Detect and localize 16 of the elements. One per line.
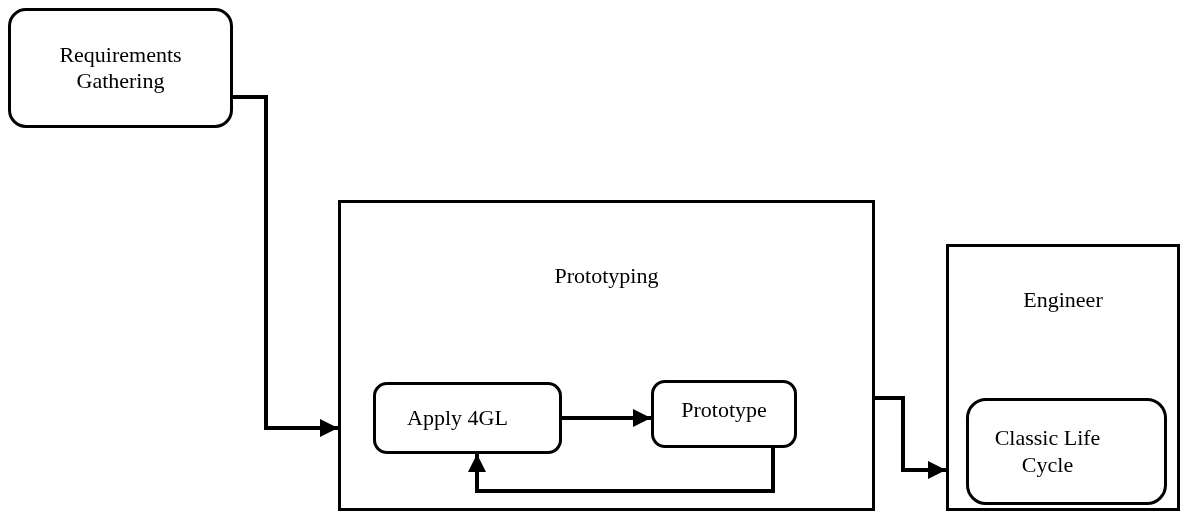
arrow bbox=[562, 409, 651, 427]
process-box bbox=[8, 8, 233, 128]
box-label: Prototype bbox=[681, 397, 767, 424]
box-label: Apply 4GL bbox=[407, 404, 508, 432]
process-box bbox=[651, 380, 797, 448]
box-label: Classic Life Cycle bbox=[993, 425, 1102, 478]
box-label: Requirements Gathering bbox=[58, 41, 183, 95]
arrow bbox=[468, 448, 775, 493]
stage-heading: Engineer bbox=[1022, 287, 1104, 314]
stage-heading: Prototyping bbox=[553, 263, 660, 290]
stage-box bbox=[338, 200, 875, 511]
stage-box bbox=[946, 244, 1180, 511]
process-box bbox=[373, 382, 562, 454]
process-box bbox=[966, 398, 1167, 505]
arrow bbox=[233, 95, 338, 437]
arrow bbox=[875, 396, 946, 479]
